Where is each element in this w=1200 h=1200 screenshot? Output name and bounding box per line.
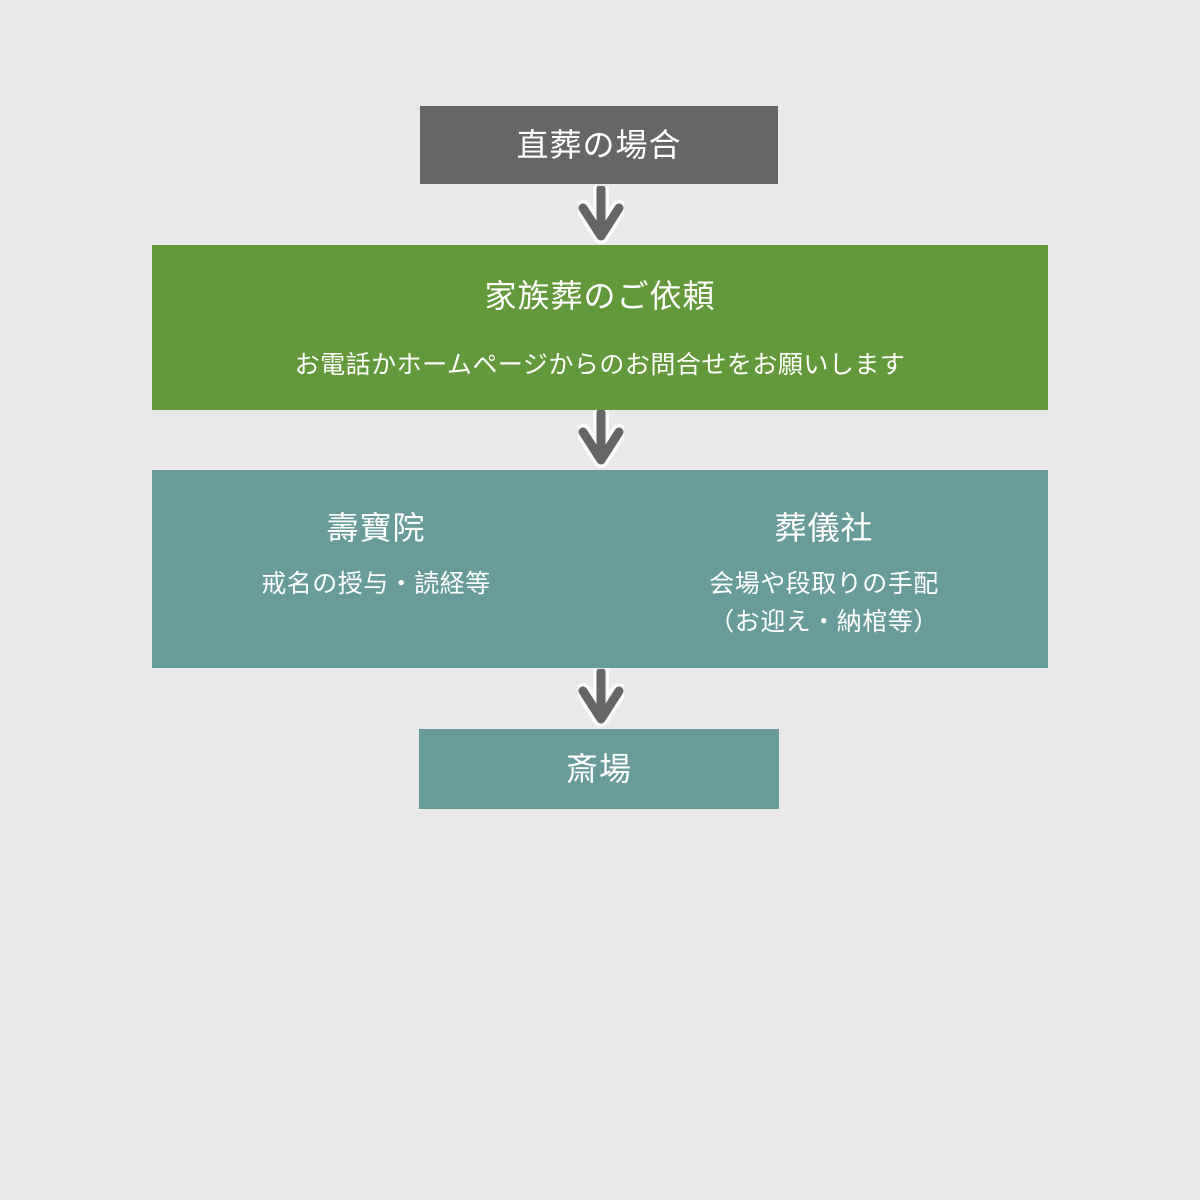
arrow-down-icon xyxy=(578,186,624,244)
provider-temple-title: 壽寶院 xyxy=(326,510,426,546)
flow-node-request: 家族葬のご依頼 お電話かホームページからのお問合せをお願いします xyxy=(152,245,1048,410)
flow-node-request-title: 家族葬のご依頼 xyxy=(484,278,716,314)
flow-node-start: 直葬の場合 xyxy=(420,106,778,184)
provider-funeral-company-description-line2: （お迎え・納棺等） xyxy=(709,608,939,636)
provider-funeral-company-description-line1: 会場や段取りの手配 xyxy=(709,570,939,598)
arrow-down-icon xyxy=(578,410,624,468)
provider-temple-description: 戒名の授与・読経等 xyxy=(261,570,491,598)
flow-node-end: 斎場 xyxy=(419,729,779,809)
arrow-down-icon xyxy=(578,669,624,727)
provider-funeral-company-description: 会場や段取りの手配 （お迎え・納棺等） xyxy=(709,565,939,641)
flow-node-start-label: 直葬の場合 xyxy=(516,127,682,163)
flow-node-providers: 壽寶院 戒名の授与・読経等 葬儀社 会場や段取りの手配 （お迎え・納棺等） xyxy=(152,470,1048,668)
provider-funeral-company-title: 葬儀社 xyxy=(774,510,874,546)
flow-node-request-subtitle: お電話かホームページからのお問合せをお願いします xyxy=(294,351,906,379)
provider-funeral-company: 葬儀社 会場や段取りの手配 （お迎え・納棺等） xyxy=(600,470,1048,668)
flow-node-end-label: 斎場 xyxy=(565,751,632,787)
provider-temple: 壽寶院 戒名の授与・読経等 xyxy=(152,470,600,668)
